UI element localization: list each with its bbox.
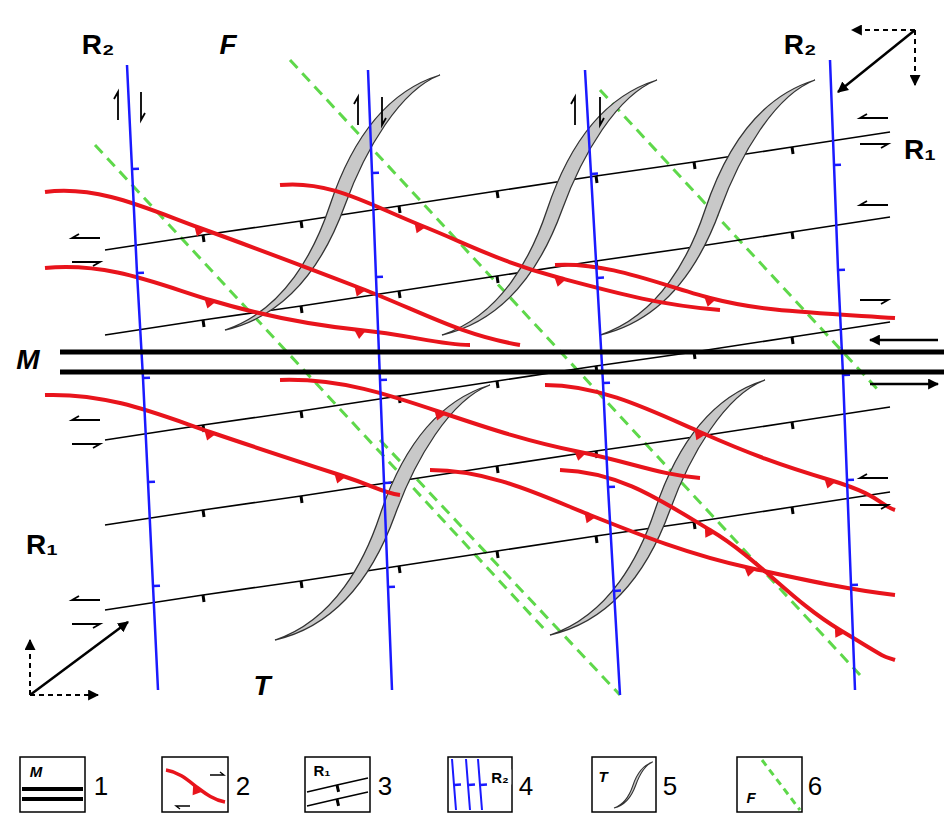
legend-number: 1 <box>92 773 110 799</box>
r1-sample <box>307 792 368 806</box>
half-arrow <box>382 97 386 125</box>
legend-number: 3 <box>376 773 394 799</box>
thrust <box>45 267 470 345</box>
r2-sample <box>478 759 482 810</box>
legend-box <box>448 757 512 812</box>
half-arrow <box>354 97 358 125</box>
r2-shear <box>368 70 392 690</box>
r1-sample <box>307 778 368 792</box>
thrust-sample <box>166 770 225 802</box>
legend-box <box>737 757 802 812</box>
r2-shear <box>585 70 620 695</box>
thrust <box>430 470 895 595</box>
shear-label: R₁ <box>902 136 938 164</box>
main-fault-arrows <box>870 340 938 384</box>
main-fault-sample <box>22 787 83 791</box>
tension-gash <box>225 75 440 330</box>
stress-arrow <box>838 30 915 92</box>
slip-arrow <box>870 383 938 386</box>
shear-label: R₁ <box>24 531 60 559</box>
main-fault-line <box>60 350 944 355</box>
fold-axis <box>290 60 860 675</box>
r2-sample <box>466 759 470 810</box>
stress-diagram <box>30 30 915 805</box>
legend-box <box>592 757 656 812</box>
stress-arrow <box>30 622 128 695</box>
half-arrow <box>114 92 118 120</box>
fold-label: F <box>217 31 238 59</box>
tension-gash <box>442 80 657 335</box>
shear-sense-arrows <box>72 92 888 628</box>
r1-shear <box>105 132 890 250</box>
thrust <box>280 380 700 478</box>
legend-number: 5 <box>661 773 679 799</box>
thrust <box>555 265 895 318</box>
legend-samples <box>22 759 800 810</box>
half-arrow <box>72 596 100 600</box>
r2-shears <box>127 60 855 695</box>
fault-label: M <box>14 346 41 374</box>
half-arrow <box>860 505 888 509</box>
half-arrow <box>72 444 100 448</box>
r2-shear <box>830 60 855 690</box>
legend-sample-label: R₁ <box>311 763 332 778</box>
thrusts <box>45 184 895 660</box>
gash-label: T <box>251 672 272 700</box>
r2-shear <box>127 65 158 690</box>
main-fault-sample <box>22 797 83 801</box>
r1-shear <box>105 407 890 525</box>
half-arrow <box>600 97 604 125</box>
fold-axis-sample <box>762 760 800 810</box>
legend-box <box>20 757 85 812</box>
half-arrow <box>860 300 888 304</box>
main-fault-line <box>60 370 944 375</box>
stress-axis <box>30 694 98 696</box>
legend-box <box>162 757 228 812</box>
legend-number: 4 <box>517 773 535 799</box>
thrust <box>545 385 895 510</box>
half-arrow <box>860 201 888 205</box>
shear-label: R₂ <box>782 31 819 59</box>
legend-sample-label: R₂ <box>489 770 511 785</box>
tension-gash-sample <box>614 762 653 808</box>
legend-sample-label: F <box>744 790 757 805</box>
half-arrow <box>210 772 224 775</box>
stress-axis <box>29 640 31 695</box>
half-arrow <box>72 416 100 420</box>
stress-axis <box>852 29 915 31</box>
half-arrow <box>72 234 100 238</box>
half-arrow <box>72 262 100 266</box>
fold-axes <box>95 60 880 695</box>
thrust <box>45 395 400 495</box>
shear-label: R₂ <box>80 31 117 59</box>
legend-boxes <box>20 757 802 812</box>
half-arrow <box>860 114 888 118</box>
stress-axis <box>914 30 916 85</box>
r1-shear <box>105 492 890 610</box>
legend-box <box>305 757 370 812</box>
thrust <box>560 470 895 660</box>
legend-number: 2 <box>234 773 252 799</box>
thrust <box>280 184 720 310</box>
half-arrow <box>176 806 190 809</box>
r2-sample <box>452 759 456 810</box>
half-arrow <box>571 97 575 125</box>
legend-number: 6 <box>806 773 824 799</box>
thrust <box>45 191 520 345</box>
tension-gash <box>550 380 765 635</box>
legend-sample-label: M <box>28 764 45 779</box>
half-arrow <box>860 474 888 478</box>
main-fault <box>60 352 944 372</box>
half-arrow <box>141 92 145 120</box>
slip-arrow <box>870 339 938 342</box>
legend-sample-label: T <box>596 769 609 784</box>
half-arrow <box>72 624 100 628</box>
tension-gashes <box>225 75 815 640</box>
half-arrow <box>860 144 888 148</box>
